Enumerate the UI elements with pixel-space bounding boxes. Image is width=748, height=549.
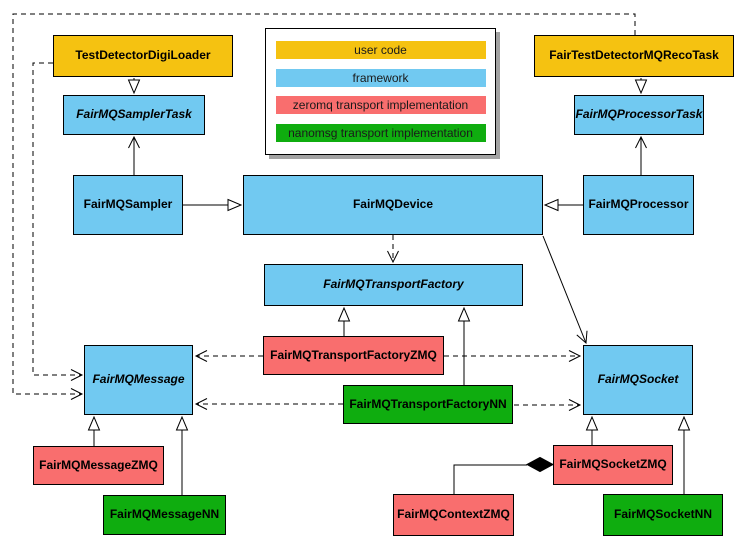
legend-item-user-code: user code [275,40,486,59]
node-fairmqsocket: FairMQSocket [583,345,693,415]
node-fairmqcontextzmq: FairMQContextZMQ [393,494,514,536]
legend-item-nanomsg: nanomsg transport implementation [275,124,486,143]
legend-item-zeromq: zeromq transport implementation [275,96,486,115]
node-fairmqdevice: FairMQDevice [243,175,543,235]
node-fairmqprocessortask: FairMQProcessorTask [574,95,704,135]
composition-diamond-icon [525,456,555,473]
node-fairmqsampler: FairMQSampler [73,175,183,235]
node-fairmqsamplertask: FairMQSamplerTask [63,95,205,135]
node-fairmqtransportfactory: FairMQTransportFactory [264,264,523,306]
node-fairmqmessage: FairMQMessage [84,345,193,415]
edge-recotask-message [12,13,636,400]
edge-digiloader-message [32,62,84,381]
node-fairmqsocketnn: FairMQSocketNN [603,494,723,536]
node-fairtestdetectormqrecotask: FairTestDetectorMQRecoTask [534,35,734,77]
node-fairmqtransportfactoryzmq: FairMQTransportFactoryZMQ [263,336,444,375]
node-fairmqmessagezmq: FairMQMessageZMQ [33,446,164,485]
node-fairmqtransportfactorynn: FairMQTransportFactoryNN [343,385,513,424]
legend-item-framework: framework [275,68,486,87]
edge-contextzmq-socketzmq [453,464,527,494]
node-fairmqprocessor: FairMQProcessor [583,175,694,235]
node-fairmqmessagenn: FairMQMessageNN [103,495,226,535]
legend: user code framework zeromq transport imp… [265,28,496,155]
node-testdetectordigiloader: TestDetectorDigiLoader [53,35,233,77]
node-fairmqsocketzmq: FairMQSocketZMQ [553,445,673,485]
edge-device-socket [542,235,588,345]
